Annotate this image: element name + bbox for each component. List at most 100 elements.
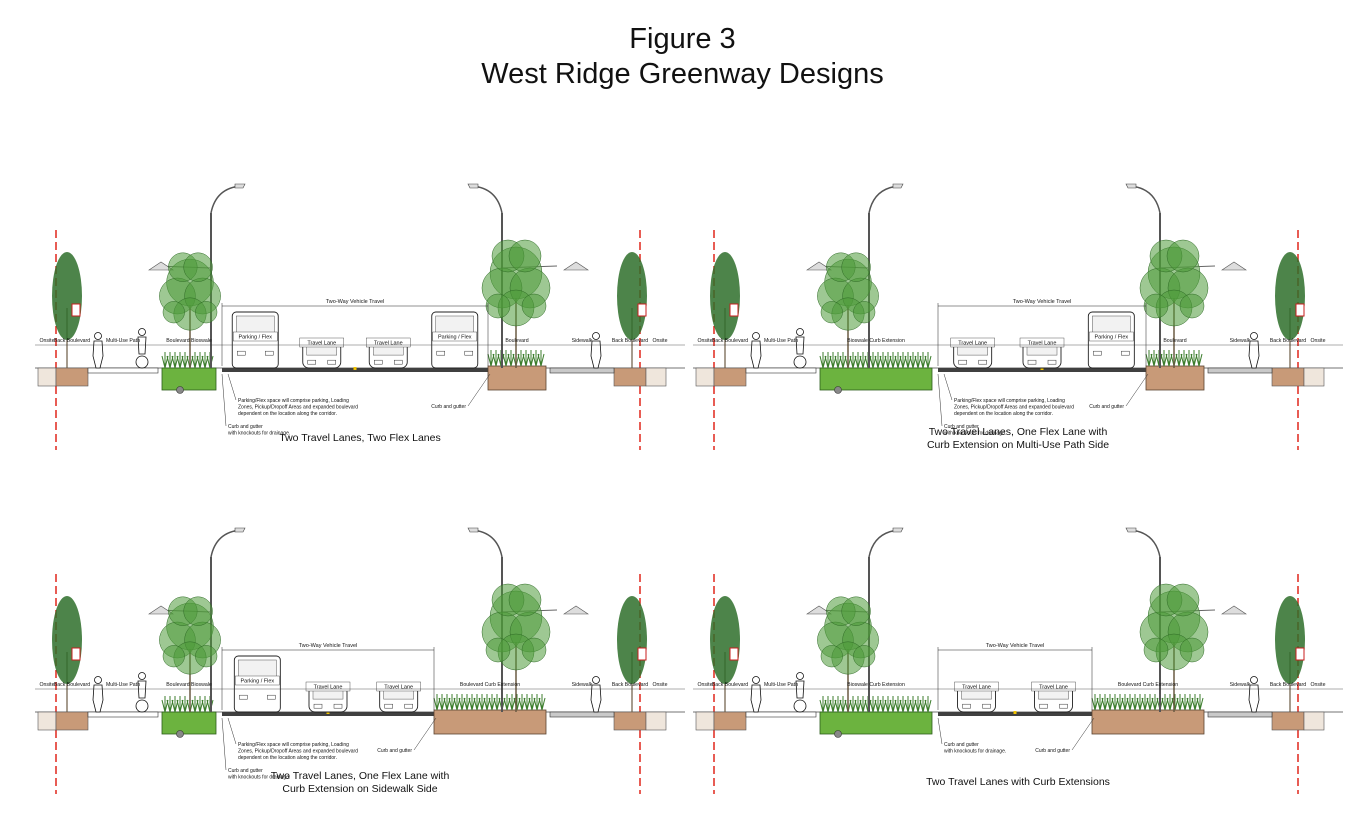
panel-caption-line: Two Travel Lanes with Curb Extensions — [926, 776, 1110, 788]
vehicle-light-icon — [267, 694, 276, 700]
bioswale-planter — [161, 711, 217, 735]
plantings-icon — [829, 696, 837, 713]
callout-leader — [413, 717, 437, 751]
lane-label-box — [1089, 331, 1134, 342]
plantings-icon — [869, 352, 877, 369]
center-line-marker — [1040, 367, 1044, 370]
streetlight-lamp-icon — [234, 527, 246, 533]
onsite-block — [645, 367, 667, 387]
lane-label-box — [1019, 337, 1065, 348]
tree-canopy — [1275, 596, 1305, 684]
curb-knockout-note: Curb and gutter — [228, 424, 263, 430]
callout-leader — [937, 373, 943, 427]
plantings-icon — [507, 350, 515, 367]
plantings-icon — [502, 350, 510, 367]
plantings-icon — [849, 696, 857, 713]
back-boulevard-planter — [613, 367, 647, 387]
tree-canopy — [617, 596, 647, 684]
multi-use-path — [87, 711, 159, 718]
plantings-icon — [538, 694, 546, 711]
parking-sign-icon — [729, 647, 739, 661]
lane-label: Parking / Flex — [1095, 335, 1129, 341]
lane-label: Travel Lane — [962, 685, 991, 691]
plantings-icon — [834, 696, 842, 713]
tree-canopy — [162, 645, 185, 668]
center-line-marker — [1013, 711, 1017, 714]
callout-leader — [943, 373, 953, 401]
plantings-icon — [517, 350, 525, 367]
plantings-icon — [1101, 694, 1109, 711]
pedestrian-icon — [1250, 332, 1258, 340]
parking-sign-icon — [729, 303, 739, 317]
plantings-icon — [1176, 694, 1184, 711]
lane-label: Travel Lane — [1028, 341, 1057, 347]
plantings-icon — [1161, 694, 1169, 711]
plantings-icon — [889, 352, 897, 369]
plantings-icon — [914, 352, 922, 369]
onsite-block — [645, 711, 667, 731]
plantings-icon — [869, 696, 877, 713]
callout-leader — [221, 373, 227, 427]
tree-canopy — [617, 252, 647, 340]
figure-number: Figure 3 — [629, 23, 736, 55]
bicycle-wheel-icon — [135, 355, 149, 369]
pedestrian-lamp-icon — [806, 605, 832, 615]
curb-knockout-note: Curb and gutter — [944, 742, 979, 748]
plantings-icon — [1181, 694, 1189, 711]
streetlight-lamp-icon — [892, 527, 904, 533]
vehicle-light-icon — [237, 350, 246, 356]
plantings-icon — [527, 350, 535, 367]
lane-label-box — [1031, 681, 1076, 692]
plantings-icon — [532, 350, 540, 367]
callout-leader — [1071, 717, 1095, 751]
plantings-icon — [894, 352, 902, 369]
plantings-icon — [919, 352, 927, 369]
tree-canopy — [853, 645, 876, 668]
pedestrian-icon — [590, 684, 602, 713]
tree-canopy — [195, 645, 218, 668]
plantings-icon — [924, 696, 932, 713]
plantings-icon — [1116, 694, 1124, 711]
zone-label: Sidewalk — [572, 338, 593, 344]
plantings-icon — [834, 352, 842, 369]
vehicle-window-icon — [312, 689, 344, 700]
plantings-icon — [176, 696, 184, 713]
tree-canopy — [853, 301, 876, 324]
vehicle-light-icon — [327, 359, 336, 365]
lane-label: Travel Lane — [384, 685, 413, 691]
plantings-icon — [1150, 350, 1158, 367]
vehicle-window-icon — [373, 345, 404, 356]
zone-label: Sidewalk — [1230, 682, 1251, 688]
plantings-icon — [483, 694, 491, 711]
plantings-icon — [1145, 350, 1153, 367]
curb-knockout-note: with knockouts for drainage. — [228, 431, 290, 437]
streetlight-lamp-icon — [892, 183, 904, 189]
curb-note: Curb and gutter — [1035, 748, 1070, 754]
plantings-icon — [533, 694, 541, 711]
tree-canopy — [521, 637, 547, 663]
multi-use-path — [745, 711, 817, 718]
streetlight-arm — [1129, 185, 1161, 214]
pedestrian-icon — [1248, 684, 1260, 713]
lane-label-box — [305, 681, 351, 692]
curb-knockout-note: with knockouts for drainage. — [944, 749, 1006, 755]
boulevard-planter — [433, 709, 547, 735]
plantings-icon — [171, 696, 179, 713]
plantings-icon — [433, 694, 441, 711]
parking-note: dependent on the location along the corr… — [238, 755, 337, 761]
zone-label: Onsite — [653, 682, 668, 688]
plantings-icon — [859, 352, 867, 369]
pedestrian-icon — [94, 676, 102, 684]
streetlight-lamp-icon — [467, 183, 479, 189]
curb-note: Curb and gutter — [377, 748, 412, 754]
plantings-icon — [899, 352, 907, 369]
streetlight-lamp-icon — [1125, 527, 1137, 533]
panel-caption: Two Travel Lanes with Curb Extensions — [688, 776, 1348, 789]
tree-canopy — [162, 301, 185, 324]
tree-canopy — [841, 252, 871, 282]
zone-label: Back Boulevard — [54, 682, 90, 688]
vehicle-light-icon — [307, 359, 316, 365]
tree-canopy — [183, 596, 213, 626]
